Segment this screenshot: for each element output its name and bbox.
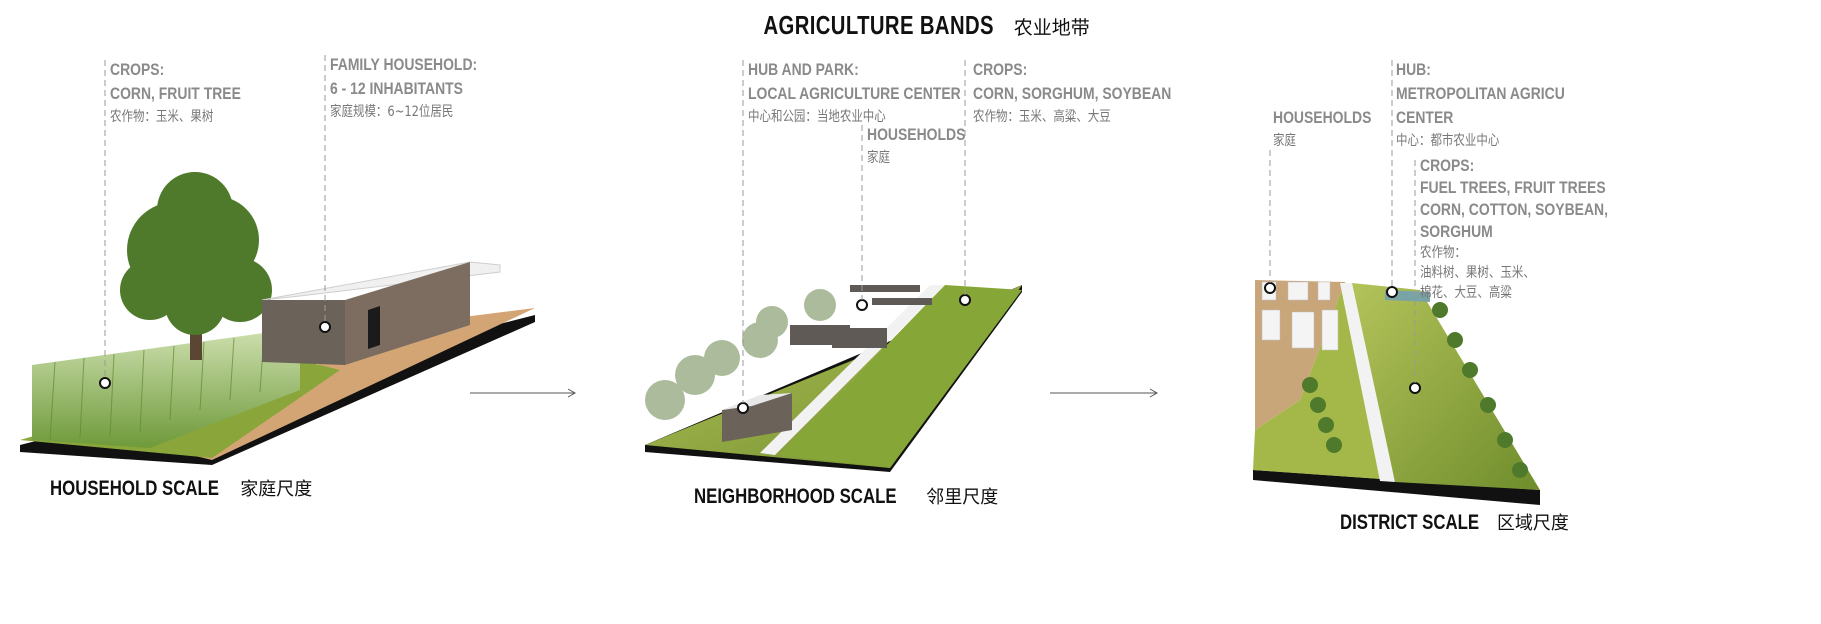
label-zh: 家庭 xyxy=(1273,133,1296,149)
label-head: HOUSEHOLDS xyxy=(1273,108,1372,127)
arrow-2-head xyxy=(1149,388,1159,398)
household-family-label: FAMILY HOUSEHOLD: 6 - 12 INHABITANTS 家庭规… xyxy=(330,53,477,123)
neighborhood-hub-buildings xyxy=(790,285,932,348)
label-zh: 中心和公园：当地农业中心 xyxy=(748,109,886,125)
label-head: HUB AND PARK: xyxy=(748,60,859,79)
neighborhood-trees xyxy=(645,289,836,420)
label-head: HUB: xyxy=(1396,60,1431,79)
label-head: CROPS: xyxy=(1420,156,1475,175)
neighborhood-marker-hub xyxy=(856,299,868,311)
label-head: CROPS: xyxy=(110,60,165,79)
label-head: CROPS: xyxy=(973,60,1028,79)
arrow-1-head xyxy=(567,388,577,398)
fruit-tree-icon xyxy=(120,172,272,335)
neighborhood-crops-label: CROPS: CORN, SORGHUM, SOYBEAN 农作物：玉米、高粱、… xyxy=(973,58,1171,128)
scale-en: HOUSEHOLD SCALE xyxy=(50,477,219,500)
neighborhood-scale-title: NEIGHBORHOOD SCALE 邻里尺度 xyxy=(694,483,998,509)
district-marker-crops xyxy=(1409,382,1421,394)
label-head: HOUSEHOLDS xyxy=(867,125,966,144)
scale-en: NEIGHBORHOOD SCALE xyxy=(694,485,897,508)
label-zh: 农作物：玉米、果树 xyxy=(110,109,214,125)
corn-stalks xyxy=(49,333,265,441)
household-marker-house xyxy=(319,321,331,333)
district-green-left xyxy=(1253,282,1395,480)
label-zh: 农作物： xyxy=(1420,245,1466,261)
neighborhood-house xyxy=(722,393,792,442)
neighborhood-households-label: HOUSEHOLDS 家庭 xyxy=(867,123,965,169)
district-marker-hub xyxy=(1386,286,1398,298)
district-green-right xyxy=(1352,283,1540,490)
household-scale-title: HOUSEHOLD SCALE 家庭尺度 xyxy=(50,475,312,501)
neighborhood-marker-crops xyxy=(959,294,971,306)
neighborhood-crop-band xyxy=(780,285,1022,468)
scale-zh: 家庭尺度 xyxy=(240,479,313,500)
title-en: AGRICULTURE BANDS xyxy=(763,10,995,40)
label-body: CORN, SORGHUM, SOYBEAN xyxy=(973,84,1172,103)
label-body: FUEL TREES, FRUIT TREES xyxy=(1420,178,1606,197)
label-zh: 农作物：玉米、高粱、大豆 xyxy=(973,109,1111,125)
label-zh: 中心：都市农业中心 xyxy=(1396,133,1500,149)
label-body: LOCAL AGRICULTURE CENTER xyxy=(748,84,961,103)
label-body: METROPOLITAN AGRICULTURE xyxy=(1396,84,1565,103)
label-zh: 油料树、果树、玉米、 xyxy=(1420,265,1535,281)
household-marker-crops xyxy=(99,377,111,389)
label-zh: 家庭 xyxy=(867,150,890,166)
household-house-wall xyxy=(262,300,345,365)
title-zh: 农业地带 xyxy=(1013,17,1090,39)
label-zh: 家庭规模：6~12位居民 xyxy=(330,104,454,120)
district-house-grid xyxy=(1261,281,1339,351)
neighborhood-marker-households xyxy=(737,402,749,414)
label-body: CORN, COTTON, SOYBEAN, xyxy=(1420,200,1608,219)
district-tree-rows xyxy=(1302,302,1528,478)
neighborhood-hub-label: HUB AND PARK: LOCAL AGRICULTURE CENTER 中… xyxy=(748,58,961,128)
label-zh: 棉花、大豆、高粱 xyxy=(1420,285,1512,301)
district-platform-base xyxy=(1253,470,1540,505)
label-body: CORN, FRUIT TREE xyxy=(110,84,241,103)
page-title: AGRICULTURE BANDS 农业地带 xyxy=(0,10,1821,41)
label-body: SORGHUM xyxy=(1420,222,1493,241)
label-body: CENTER xyxy=(1396,108,1454,127)
neighborhood-diagram xyxy=(645,60,1022,472)
district-households-label: HOUSEHOLDS 家庭 xyxy=(1273,106,1371,152)
scale-zh: 区域尺度 xyxy=(1496,513,1569,534)
scale-en: DISTRICT SCALE xyxy=(1340,511,1480,534)
household-crops-label: CROPS: CORN, FRUIT TREE 农作物：玉米、果树 xyxy=(110,58,241,128)
district-diagram xyxy=(1253,60,1540,505)
district-road xyxy=(1340,283,1395,482)
household-house-door xyxy=(368,306,380,349)
district-marker-households xyxy=(1264,282,1276,294)
district-scale-title: DISTRICT SCALE 区域尺度 xyxy=(1340,509,1569,535)
label-body: 6 - 12 INHABITANTS xyxy=(330,79,463,98)
neighborhood-road xyxy=(760,285,945,455)
label-head: FAMILY HOUSEHOLD: xyxy=(330,55,478,74)
scale-zh: 邻里尺度 xyxy=(926,487,999,508)
district-hub-label: HUB: METROPOLITAN AGRICULTURE CENTER 中心：… xyxy=(1396,58,1564,152)
household-diagram xyxy=(20,55,535,465)
district-crops-label: CROPS: FUEL TREES, FRUIT TREES CORN, COT… xyxy=(1420,155,1608,303)
